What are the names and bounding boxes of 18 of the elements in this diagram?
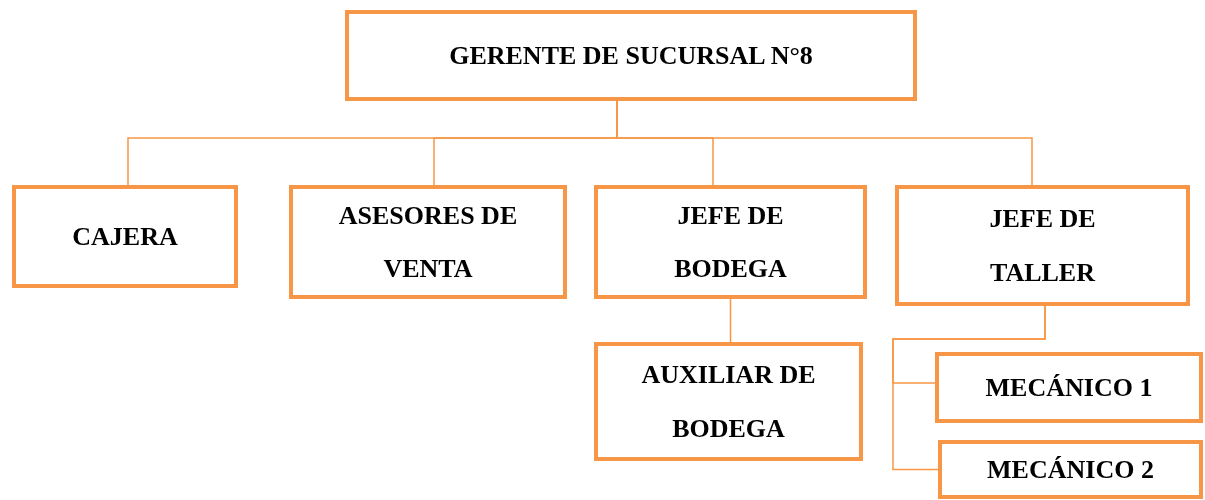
position-title: CAJERA <box>72 220 178 253</box>
position-title: GERENTE DE SUCURSAL N°8 <box>449 39 813 72</box>
position-box <box>895 185 1190 306</box>
position-box <box>935 352 1203 423</box>
position-title: AUXILIAR DE BODEGA <box>640 359 817 445</box>
position-box <box>594 342 863 461</box>
position-title: JEFE DE BODEGA <box>673 199 788 285</box>
position-box <box>289 185 567 299</box>
position-box <box>345 10 917 101</box>
position-box <box>938 440 1203 499</box>
position-title: MECÁNICO 1 <box>985 371 1153 404</box>
connector-line <box>892 305 1046 471</box>
position-title: JEFE DE TALLER <box>988 203 1097 289</box>
position-title: MECÁNICO 2 <box>987 453 1154 486</box>
position-title: ASESORES DE VENTA <box>337 199 519 285</box>
position-box <box>12 185 238 288</box>
connector-line <box>729 298 732 343</box>
position-box <box>594 185 867 299</box>
